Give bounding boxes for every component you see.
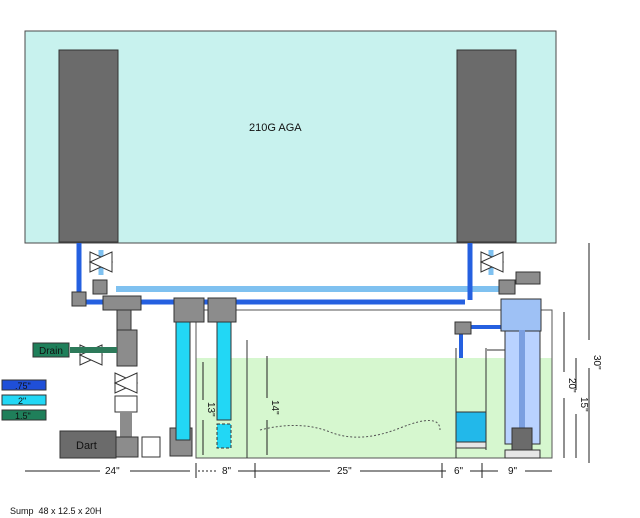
dim-9: 9" — [508, 466, 518, 477]
legend-label-15: 1.5" — [15, 411, 31, 421]
dim-30: 30" — [591, 355, 602, 370]
drain-label: Drain — [39, 346, 63, 357]
dim-14: 14" — [269, 400, 280, 415]
right-return-elbow-2 — [515, 271, 541, 285]
pump-union — [141, 436, 161, 458]
legend-swatch-075 — [1, 379, 47, 391]
right-overflow-box — [456, 49, 517, 243]
skimmer-cup-base — [455, 441, 487, 449]
dim-15: 15" — [578, 397, 589, 412]
skimmer-top — [500, 298, 542, 332]
dim-25: 25" — [337, 466, 352, 477]
skimmer-cup — [455, 411, 487, 443]
skimmer-pump — [511, 427, 533, 453]
drain-label-box — [32, 342, 70, 358]
tank-label: 210G AGA — [249, 122, 302, 134]
downpipe-left-cap — [173, 297, 205, 323]
downpipe-strainer — [216, 423, 232, 449]
dim-13: 13" — [205, 402, 216, 417]
left-tee-mid — [116, 329, 138, 367]
skimmer-feed-elbow — [454, 321, 472, 335]
return-pump — [59, 430, 117, 459]
legend-label-2: 2" — [18, 396, 26, 406]
skimmer-base — [504, 449, 541, 459]
left-tee-stem — [116, 309, 132, 331]
dim-24: 24" — [105, 466, 120, 477]
right-return-elbow — [498, 279, 516, 295]
sump-body — [195, 309, 553, 459]
left-tee-top — [102, 295, 142, 311]
sump-water — [196, 358, 552, 458]
upper-left-valve-b — [88, 251, 113, 273]
downpipe-right — [216, 319, 232, 421]
legend-swatch-15 — [1, 409, 47, 421]
left-elbow — [71, 291, 87, 307]
left-overflow-box — [58, 49, 119, 243]
dim-20: 20" — [566, 378, 577, 393]
downpipe-right-cap — [207, 297, 237, 323]
pump-label: Dart — [76, 440, 97, 452]
vertical-dimensions — [202, 243, 590, 463]
pump-outlet — [115, 436, 139, 458]
sump-caption: Sump 48 x 12.5 x 20H — [10, 506, 102, 516]
union-fitting — [114, 395, 138, 413]
filter-sock-outline — [259, 420, 441, 438]
dim-8: 8" — [222, 466, 232, 477]
dim-6: 6" — [454, 466, 464, 477]
upper-right-valve-b — [479, 251, 504, 273]
horizontal-dimension — [25, 463, 552, 478]
lower-left-valve-b — [113, 372, 138, 394]
legend-swatch-2 — [1, 394, 47, 406]
left-return-elbow — [92, 279, 108, 295]
legend-label-075: .75" — [15, 381, 31, 391]
downpipe-left — [175, 319, 191, 441]
